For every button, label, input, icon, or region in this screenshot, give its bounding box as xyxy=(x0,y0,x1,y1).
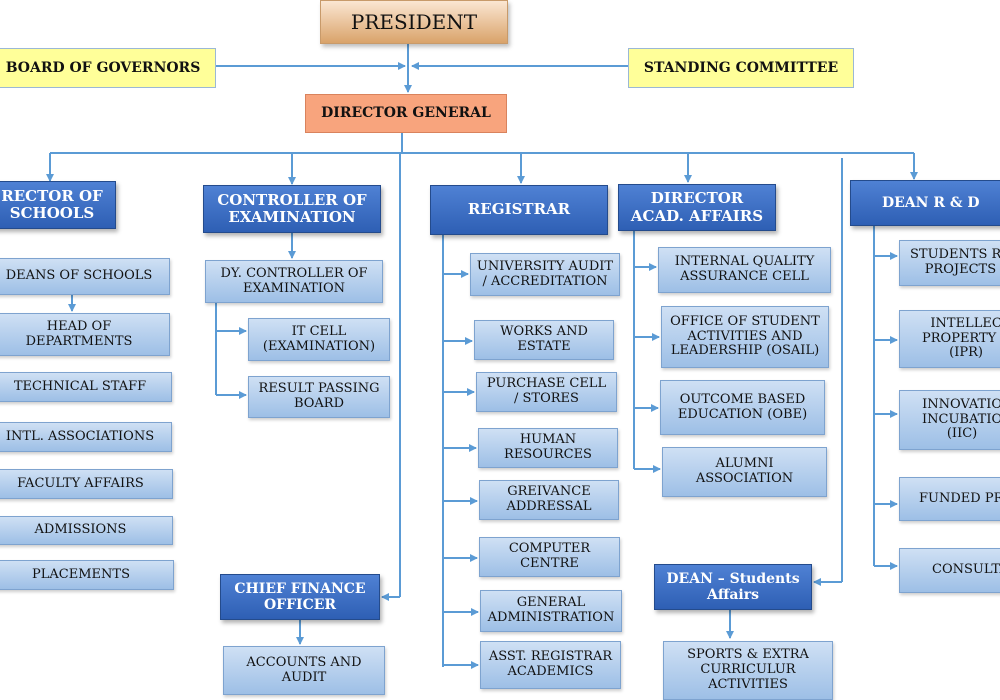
deans-of-schools-box: DEANS OF SCHOOLS xyxy=(0,258,170,295)
accounts-and-audit-box: ACCOUNTS AND AUDIT xyxy=(223,646,385,695)
human-resources-box: HUMAN RESOURCES xyxy=(478,428,618,468)
chief-finance-officer-box: CHIEF FINANCE OFFICER xyxy=(220,574,380,620)
works-and-estate-box: WORKS AND ESTATE xyxy=(474,320,614,360)
internal-quality-assurance-box: INTERNAL QUALITY ASSURANCE CELL xyxy=(658,247,831,293)
director-general-box: DIRECTOR GENERAL xyxy=(305,94,507,133)
sports-extra-curricular-box: SPORTS & EXTRA CURRICULUR ACTIVITIES xyxy=(663,641,833,700)
director-of-schools-box: RECTOR OF SCHOOLS xyxy=(0,181,116,229)
faculty-affairs-box: FACULTY AFFAIRS xyxy=(0,469,173,499)
admissions-box: ADMISSIONS xyxy=(0,516,173,545)
students-research-projects-box: STUDENTS RE PROJECTS xyxy=(899,240,1000,286)
dean-students-affairs-box: DEAN – Students Affairs xyxy=(654,564,812,610)
board-of-governors-box: BOARD OF GOVERNORS xyxy=(0,48,216,88)
asst-registrar-academics-box: ASST. REGISTRAR ACADEMICS xyxy=(480,641,621,689)
technical-staff-box: TECHNICAL STAFF xyxy=(0,372,172,402)
iic-box: INNOVATIO INCUBATIO (IIC) xyxy=(899,390,1000,450)
computer-centre-box: COMPUTER CENTRE xyxy=(479,537,620,577)
it-cell-box: IT CELL (EXAMINATION) xyxy=(248,318,390,361)
controller-of-examination-box: CONTROLLER OF EXAMINATION xyxy=(203,185,381,233)
president-box: PRESIDENT xyxy=(320,0,508,44)
intl-associations-box: INTL. ASSOCIATIONS xyxy=(0,422,172,452)
obe-box: OUTCOME BASED EDUCATION (OBE) xyxy=(660,380,825,435)
greivance-addressal-box: GREIVANCE ADDRESSAL xyxy=(479,480,619,520)
dy-controller-box: DY. CONTROLLER OF EXAMINATION xyxy=(205,260,383,303)
result-passing-board-box: RESULT PASSING BOARD xyxy=(248,376,390,418)
university-audit-box: UNIVERSITY AUDIT / ACCREDITATION xyxy=(470,253,620,296)
purchase-cell-box: PURCHASE CELL / STORES xyxy=(476,372,617,412)
standing-committee-box: STANDING COMMITTEE xyxy=(628,48,854,88)
director-acad-affairs-box: DIRECTOR ACAD. AFFAIRS xyxy=(618,184,776,231)
placements-box: PLACEMENTS xyxy=(0,560,174,590)
consultancy-box: CONSULTA xyxy=(899,548,1000,593)
general-administration-box: GENERAL ADMINISTRATION xyxy=(480,590,622,632)
head-of-departments-box: HEAD OF DEPARTMENTS xyxy=(0,313,170,356)
osail-box: OFFICE OF STUDENT ACTIVITIES AND LEADERS… xyxy=(661,306,829,368)
funded-projects-box: FUNDED PRO xyxy=(899,477,1000,521)
ipr-box: INTELLEC PROPERTY R (IPR) xyxy=(899,310,1000,368)
registrar-box: REGISTRAR xyxy=(430,185,608,235)
dean-rd-box: DEAN R & D xyxy=(850,180,1000,226)
alumni-association-box: ALUMNI ASSOCIATION xyxy=(662,447,827,497)
